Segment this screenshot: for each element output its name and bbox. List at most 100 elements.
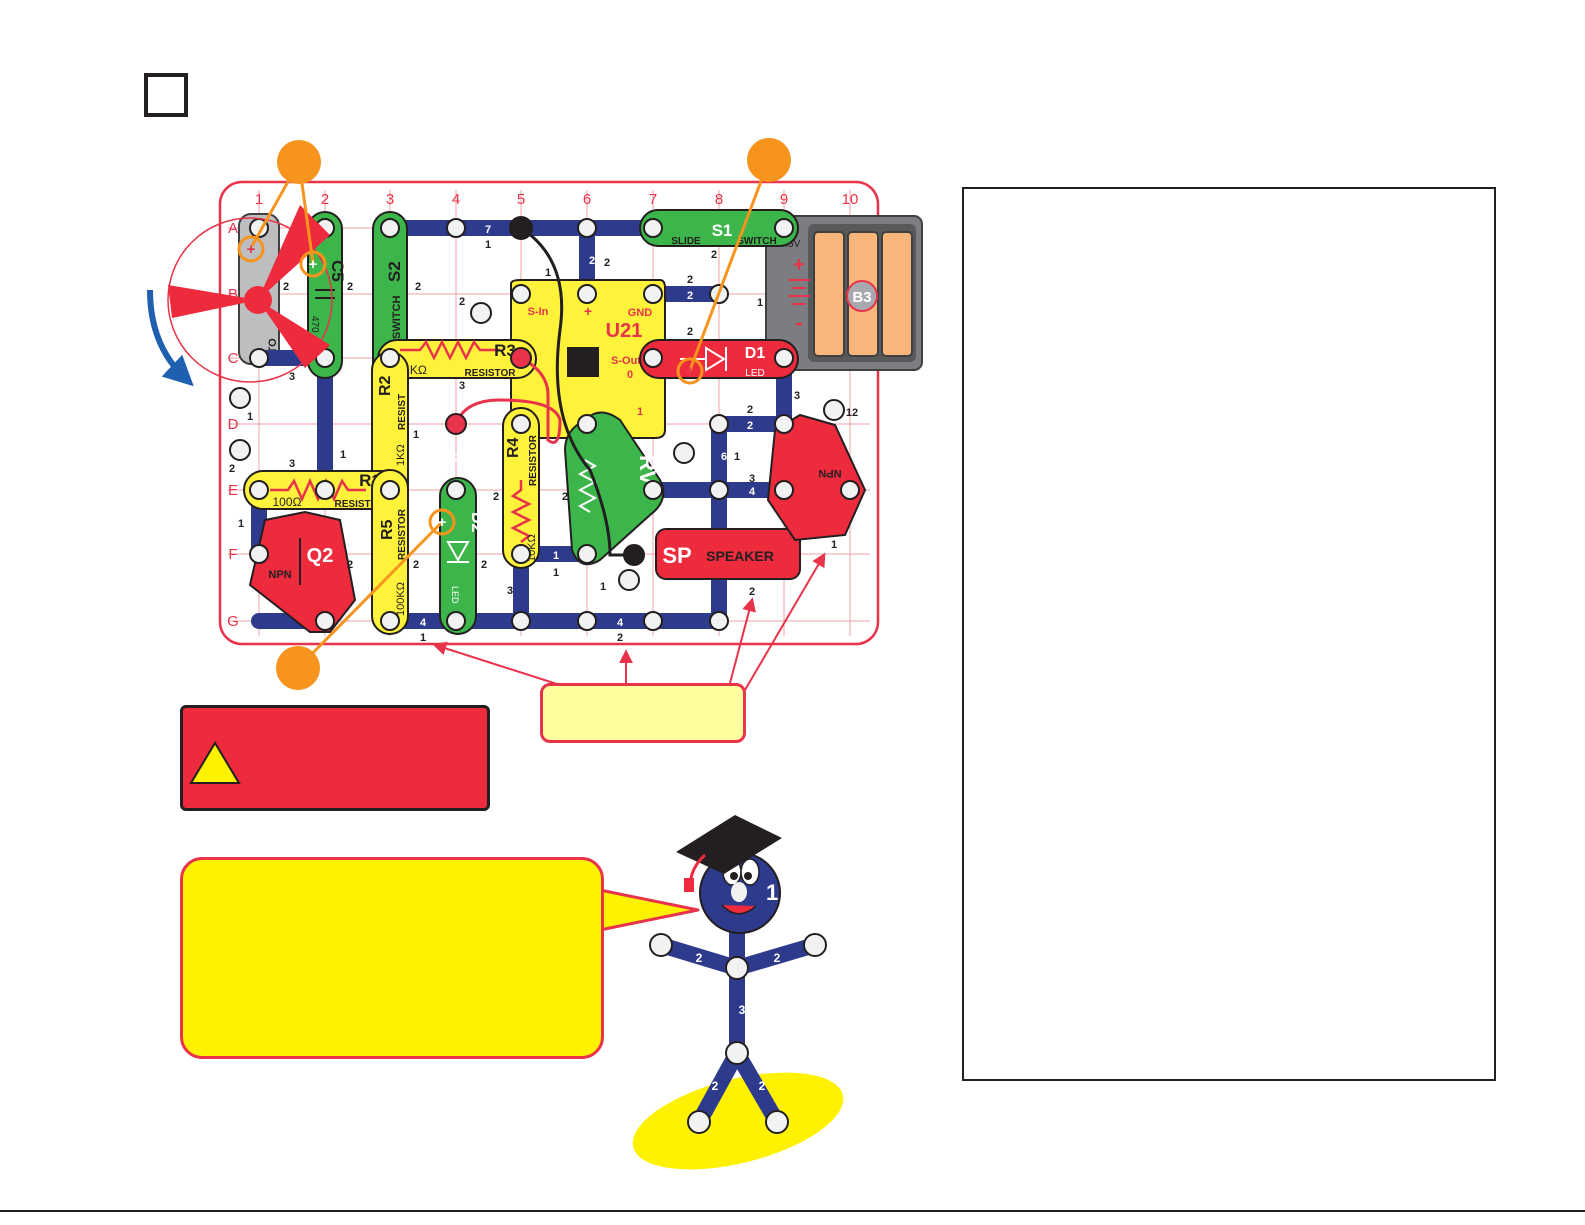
snap-number: 2: [459, 296, 465, 308]
mascot-speech-bubble: [180, 857, 604, 1059]
col-label-7: 7: [649, 191, 657, 208]
snap-number: 2: [747, 404, 753, 416]
snap-number: 1: [420, 632, 426, 644]
mascot-snap-number: 2: [712, 1079, 719, 1093]
r2-value: 1KΩ: [395, 444, 407, 466]
snap-number: 12: [846, 407, 858, 419]
snap-number: 1: [238, 518, 244, 530]
snap-number: 2: [687, 326, 693, 338]
snap-number: 2: [229, 463, 235, 475]
snap-number: 7: [485, 224, 491, 236]
r2-label: R2: [377, 375, 394, 396]
speech-tail: [598, 888, 700, 932]
resistor-r4: R4 RESISTOR 10KΩ: [502, 407, 540, 569]
page-bottom-rule: [0, 1210, 1585, 1212]
u21-label: U21: [606, 320, 643, 342]
resistor-r5: R5 RESISTOR 100KΩ: [371, 469, 409, 635]
speaker-sp: SP SPEAKER: [655, 528, 801, 580]
sp-label: SP: [662, 543, 691, 568]
plus-mark: +: [686, 363, 695, 380]
r3-text: RESISTOR: [465, 368, 517, 379]
r5-text: RESISTOR: [397, 508, 408, 560]
row-label-f: F: [228, 546, 237, 563]
q2-text: NPN: [268, 569, 291, 581]
col-label-9: 9: [780, 191, 788, 208]
col-label-6: 6: [583, 191, 591, 208]
plus-mark: +: [438, 514, 447, 531]
row-label-b: B: [228, 286, 238, 303]
snap-number: 1: [545, 267, 551, 279]
snap-number: 3: [289, 371, 295, 383]
snap-number: 2: [453, 453, 459, 465]
d1-label: D1: [745, 345, 766, 362]
callout-arrows: [432, 552, 826, 691]
warning-box: [180, 705, 490, 811]
plus-mark: +: [309, 256, 318, 273]
snap-number: 1: [553, 567, 559, 579]
snap-number: 2: [617, 632, 623, 644]
d1-text: LED: [745, 368, 764, 379]
snap-number: 1: [413, 429, 419, 441]
snap-number: 2: [604, 257, 610, 269]
snap-number: 2: [711, 249, 717, 261]
snap-number: 4: [420, 617, 427, 629]
mascot-snap-number: 2: [696, 951, 703, 965]
plus-mark: +: [247, 241, 256, 258]
snap-number: 1: [485, 239, 491, 251]
snap-number: 1: [340, 449, 346, 461]
step-checkbox[interactable]: [144, 73, 188, 117]
snap-number: 2: [687, 290, 693, 302]
snap-number: 1: [553, 550, 559, 562]
r2-text: RESIST: [397, 394, 408, 430]
snap-number: 2: [481, 559, 487, 571]
snap-number: 2: [415, 281, 421, 293]
mascot-snap-number: 2: [774, 951, 781, 965]
q2-label: Q2: [307, 545, 334, 567]
b3-voltage: 4.5V: [780, 239, 801, 250]
snap-number: 3: [507, 585, 513, 597]
rv-label: RV: [635, 455, 660, 485]
black-jumper-wire: [520, 226, 634, 557]
snap-number: 2: [283, 281, 289, 293]
row-label-a: A: [228, 220, 238, 237]
u21-s-in: S-In: [528, 306, 549, 318]
snap-number: 6: [721, 451, 727, 463]
b3-plus: +: [793, 254, 805, 276]
row-label-d: D: [228, 416, 239, 433]
mascot-snap-number: 2: [759, 1079, 766, 1093]
resistor-r3: R3 1KΩ RESISTOR: [377, 339, 537, 379]
c5-value: 470: [309, 316, 320, 333]
row-label-c: C: [228, 350, 239, 367]
snap-number: 2: [562, 491, 568, 503]
col-label-10: 10: [842, 191, 859, 208]
row-label-g: G: [227, 613, 239, 630]
s1-label: S1: [712, 221, 733, 240]
s2-label: S2: [385, 261, 404, 282]
r4-label: R4: [505, 437, 522, 458]
snap-number: 2: [747, 420, 753, 432]
snap-number: 2: [749, 586, 755, 598]
col-label-5: 5: [517, 191, 525, 208]
u21-gnd: GND: [628, 307, 653, 319]
r1-value: 100Ω: [273, 495, 302, 509]
snap-number: 2: [347, 281, 353, 293]
orange-markers: + + + +: [237, 138, 791, 690]
snap-number: 1: [757, 297, 763, 309]
row-label-e: E: [228, 482, 238, 499]
r4-text: RESISTOR: [528, 434, 539, 486]
col-label-8: 8: [715, 191, 723, 208]
snap-posts: [229, 216, 860, 631]
fan-blade: [167, 205, 333, 383]
snap-note-box: [540, 683, 746, 743]
snap-number: 2: [589, 255, 595, 267]
red-jumper-wire-a: [454, 356, 562, 444]
snap-number: 4: [749, 486, 756, 498]
col-label-3: 3: [386, 191, 394, 208]
d2-text: LED: [450, 586, 460, 604]
mascot-character: 1 2 2 3 2 2: [632, 815, 844, 1170]
snap-number: 2: [413, 559, 419, 571]
u21-one: 1: [637, 406, 643, 418]
snap-number: 2: [347, 559, 353, 571]
mascot-number: 1: [766, 880, 778, 905]
